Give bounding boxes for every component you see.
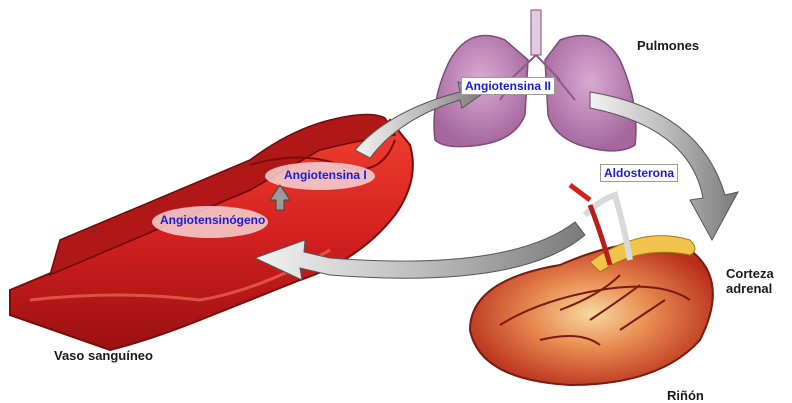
kidney-label: Riñón: [667, 388, 704, 403]
blood-vessel-label: Vaso sanguíneo: [54, 348, 153, 363]
angiotensinogen-label: Angiotensinógeno: [157, 212, 268, 228]
adrenal-cortex-label-line1: Corteza: [726, 266, 774, 281]
lungs-label: Pulmones: [637, 38, 699, 53]
blood-vessel: [10, 114, 413, 350]
angiotensin-2-label: Angiotensina II: [461, 77, 555, 95]
aldosterone-label: Aldosterona: [600, 164, 678, 182]
angiotensin-1-label: Angiotensina I: [281, 167, 370, 183]
adrenal-cortex-label-line2: adrenal: [726, 281, 772, 296]
